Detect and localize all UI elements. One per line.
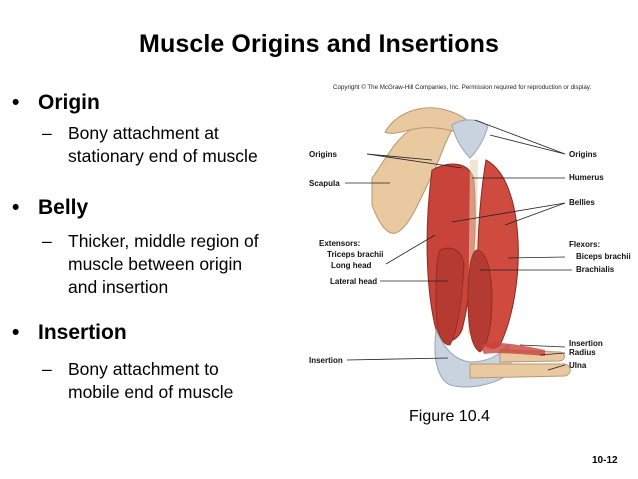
dash-marker: –	[42, 231, 52, 251]
dash-marker: –	[42, 123, 52, 143]
leader-insertion-left	[346, 357, 449, 361]
label-bellies: Bellies	[569, 198, 595, 207]
leader-origins-left-b	[366, 153, 433, 161]
sub-belly-line-1: Thicker, middle region of	[68, 231, 259, 251]
label-brachialis: Brachialis	[576, 265, 615, 274]
leader-biceps	[507, 256, 566, 259]
label-extensors: Extensors:	[319, 239, 361, 248]
forearm-muscle	[480, 342, 545, 356]
leader-lines	[345, 119, 572, 371]
label-radius: Radius	[569, 348, 596, 357]
lateral-head-muscle	[435, 247, 465, 346]
label-ulna: Ulna	[569, 361, 587, 370]
brachialis-muscle	[467, 249, 493, 353]
label-lateral-head: Lateral head	[330, 277, 378, 286]
leader-insertion-right	[519, 344, 566, 348]
bullet-marker: •	[12, 321, 20, 344]
sub-insertion-line-1: Bony attachment to	[68, 359, 219, 379]
bullet-origin: • Origin	[12, 91, 100, 115]
slide-title: Muscle Origins and Insertions	[139, 30, 499, 58]
scapula-bone	[371, 120, 456, 234]
sub-origin-line-1: Bony attachment at	[68, 123, 219, 143]
leader-origins-right-b	[489, 134, 566, 155]
leader-origins-left	[366, 153, 463, 169]
label-insertion-right: Insertion	[569, 339, 603, 348]
sub-insertion-line-2: mobile end of muscle	[68, 382, 234, 402]
copyright-notice: Copyright © The McGraw-Hill Companies, I…	[333, 84, 592, 91]
leader-ulna	[547, 364, 566, 371]
label-humerus: Humerus	[569, 173, 604, 182]
bullet-heading-insertion: Insertion	[38, 321, 127, 344]
slide-number: 10-12	[592, 455, 618, 466]
label-biceps-brachii: Biceps brachii	[576, 252, 631, 261]
dash-marker: –	[42, 359, 52, 379]
bullet-heading-belly: Belly	[38, 196, 89, 219]
leader-bellies-b	[451, 202, 566, 223]
figure-caption: Figure 10.4	[409, 408, 490, 425]
leader-radius	[539, 352, 566, 356]
leader-bellies-a	[504, 202, 566, 226]
bullet-heading-origin: Origin	[38, 91, 100, 114]
sub-belly-line-3: and insertion	[68, 277, 169, 297]
label-long-head: Long head	[331, 261, 372, 270]
origin-tendons	[451, 119, 489, 159]
ulna-bone	[469, 363, 571, 379]
label-scapula: Scapula	[309, 179, 340, 188]
bullet-insertion: • Insertion	[12, 321, 127, 345]
bullet-marker: •	[12, 91, 20, 114]
label-origins-left: Origins	[309, 150, 338, 159]
label-flexors: Flexors:	[569, 240, 601, 249]
label-insertion-left: Insertion	[309, 356, 343, 365]
leader-long-head	[385, 234, 436, 265]
sub-belly-line-2: muscle between origin	[68, 254, 243, 274]
bullet-marker: •	[12, 196, 20, 219]
leader-origins-right	[474, 119, 566, 155]
label-triceps-brachii: Triceps brachii	[327, 250, 384, 259]
sub-origin-line-2: stationary end of muscle	[68, 146, 258, 166]
bullet-belly: • Belly	[12, 196, 88, 220]
label-origins-right: Origins	[569, 150, 598, 159]
